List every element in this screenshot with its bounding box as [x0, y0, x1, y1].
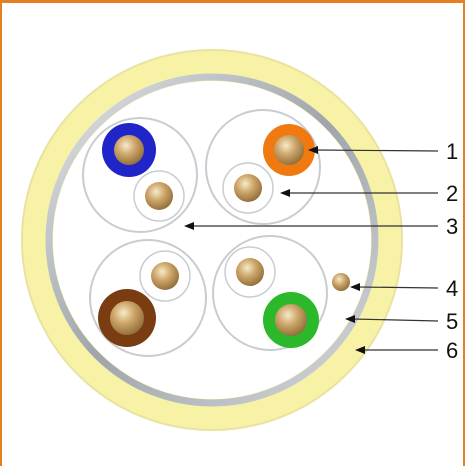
conductor [275, 304, 307, 336]
callout-arrowhead-6 [355, 346, 365, 354]
conductor [274, 135, 304, 165]
callout-line-5 [352, 318, 439, 322]
orange-pair [205, 109, 321, 225]
callout-line-1 [315, 149, 439, 152]
callout-arrowhead-2 [280, 189, 290, 197]
conductor [151, 262, 179, 290]
callout-number-3: 3 [446, 214, 458, 239]
frame-border-right [463, 0, 465, 466]
callout-line-4 [357, 286, 439, 289]
callout-arrowhead-4 [350, 283, 360, 291]
callout-number-4: 4 [446, 276, 458, 301]
conductor [110, 301, 144, 335]
callout-leaders [184, 146, 439, 354]
conductor [145, 182, 173, 210]
callout-number-5: 5 [446, 309, 458, 334]
inner-filler [53, 81, 371, 399]
blue-pair [82, 117, 198, 233]
callout-arrowhead-3 [184, 222, 194, 230]
frame-border-left [0, 0, 2, 466]
drain-wire [332, 273, 350, 291]
conductor [234, 174, 262, 202]
callout-number-2: 2 [446, 181, 458, 206]
callout-number-6: 6 [446, 338, 458, 363]
callout-arrowhead-5 [345, 315, 355, 323]
brown-pair [89, 239, 207, 357]
foil-shield [45, 73, 379, 407]
callout-labels: 1 2 3 4 5 6 [446, 139, 458, 363]
callout-arrowhead-1 [308, 146, 318, 154]
green-pair [212, 235, 328, 351]
frame-border [0, 0, 465, 3]
callout-number-1: 1 [446, 139, 458, 164]
conductor [114, 135, 144, 165]
conductor [236, 258, 264, 286]
